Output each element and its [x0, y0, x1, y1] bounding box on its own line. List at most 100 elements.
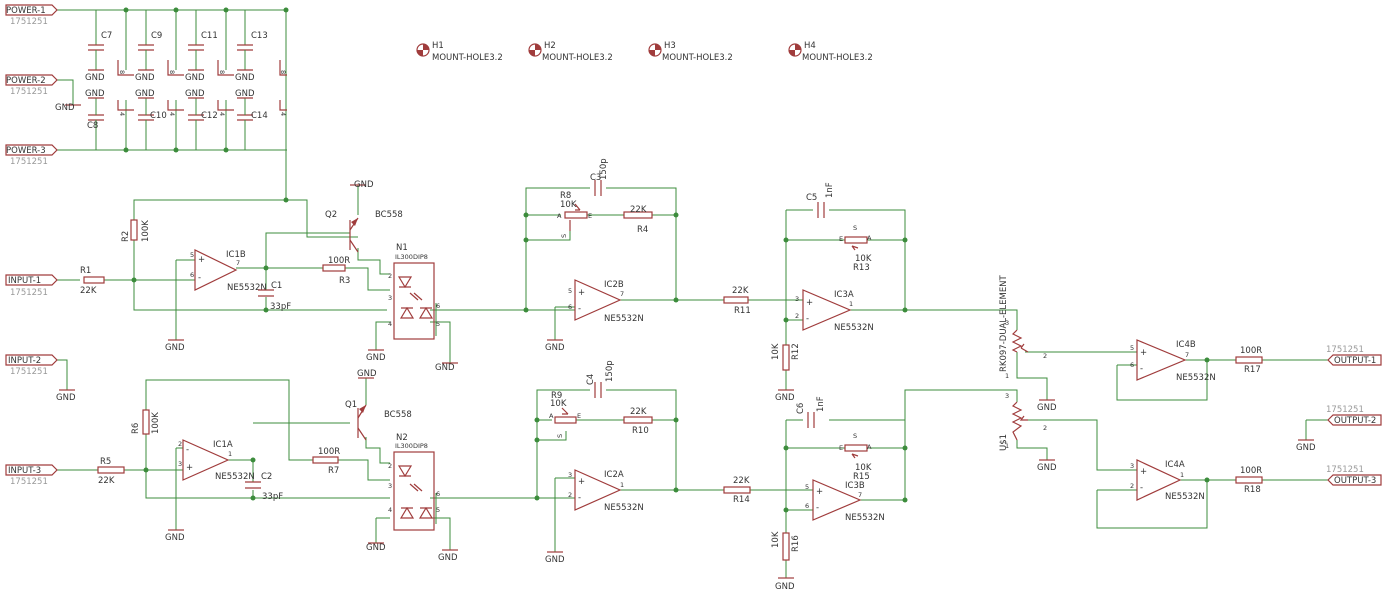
trimmer-r15: E A S 10K R15: [839, 432, 872, 482]
svg-text:6: 6: [568, 303, 572, 311]
connector-label: INPUT-2: [8, 356, 41, 366]
connector-label: OUTPUT-3: [1334, 476, 1376, 486]
opamp-ic1a: -+ 2 3 1 IC1A NE5532N: [178, 439, 255, 482]
cap-ref: C13: [251, 31, 268, 41]
hole-ref: H3: [664, 41, 676, 51]
svg-text:-: -: [198, 273, 201, 283]
svg-text:+: +: [816, 487, 823, 497]
svg-text:3: 3: [388, 482, 392, 490]
svg-text:NE5532N: NE5532N: [604, 314, 644, 324]
svg-text:R1: R1: [80, 266, 91, 276]
svg-text:1: 1: [849, 300, 853, 308]
svg-text:4: 4: [388, 320, 392, 328]
svg-text:150p: 150p: [599, 158, 609, 180]
svg-text:R14: R14: [733, 495, 750, 505]
opamp-ic4b: +- 5 6 7 IC4B NE5532N: [1130, 339, 1216, 383]
svg-text:2: 2: [568, 491, 572, 499]
svg-text:R2: R2: [121, 231, 131, 242]
svg-text:GND: GND: [1037, 403, 1057, 413]
svg-text:33pF: 33pF: [262, 492, 283, 502]
svg-text:22K: 22K: [630, 407, 647, 417]
svg-text:+: +: [578, 477, 585, 487]
svg-text:A: A: [557, 212, 562, 220]
connector-label: OUTPUT-1: [1334, 356, 1376, 366]
svg-text:-: -: [578, 493, 581, 503]
connector-part: 1751251: [10, 367, 48, 377]
svg-text:R12: R12: [791, 343, 801, 360]
svg-text:GND: GND: [545, 555, 565, 565]
hole-value: MOUNT-HOLE3.2: [662, 53, 733, 63]
svg-text:1nF: 1nF: [816, 396, 826, 412]
trimmer-r13: E A S 10K R13: [839, 224, 872, 273]
svg-text:GND: GND: [435, 363, 455, 373]
svg-text:A: A: [549, 412, 554, 420]
connector-output1: OUTPUT-1 1751251: [1326, 345, 1382, 366]
cap-ref: C9: [151, 31, 162, 41]
svg-text:NE5532N: NE5532N: [604, 503, 644, 513]
svg-text:NE5532N: NE5532N: [1165, 492, 1205, 502]
resistor-r10: 22K R10: [623, 407, 653, 436]
connector-power2: POWER-2 1751251: [5, 74, 58, 97]
svg-text:6: 6: [190, 271, 194, 279]
svg-text:R8: R8: [560, 191, 571, 201]
svg-text:C5: C5: [806, 193, 817, 203]
svg-text:GND: GND: [354, 180, 374, 190]
connector-label: POWER-3: [6, 146, 46, 156]
svg-text:2: 2: [178, 440, 182, 448]
pin-label: 8: [118, 70, 126, 74]
capacitor-c3: C3 150p: [590, 158, 609, 196]
connector-part: 1751251: [10, 87, 48, 97]
connector-part: 1751251: [1326, 405, 1364, 415]
svg-text:-: -: [1140, 364, 1143, 374]
svg-text:GND: GND: [438, 553, 458, 563]
svg-text:GND: GND: [235, 73, 255, 83]
svg-text:2: 2: [1130, 482, 1134, 490]
connector-input3: INPUT-3 1751251: [5, 464, 58, 487]
svg-text:+: +: [198, 255, 205, 265]
resistor-r14: 22K R14: [723, 476, 751, 505]
svg-text:NE5532N: NE5532N: [845, 513, 885, 523]
svg-text:1: 1: [620, 481, 624, 489]
opamp-ic1b: +- 5 6 7 IC1B NE5532N: [190, 249, 267, 293]
svg-text:N1: N1: [396, 243, 408, 253]
svg-text:R9: R9: [551, 391, 562, 401]
svg-text:NE5532N: NE5532N: [227, 283, 267, 293]
svg-text:GND: GND: [775, 582, 795, 592]
opto-n1: N1 IL300DIP8 2 3 4 6 5: [388, 243, 440, 340]
svg-text:33pF: 33pF: [270, 302, 291, 312]
svg-text:GND: GND: [165, 533, 185, 543]
svg-text:1: 1: [1180, 471, 1184, 479]
svg-text:3: 3: [795, 295, 799, 303]
mount-hole-h1: H1 MOUNT-HOLE3.2: [416, 41, 503, 63]
svg-text:2: 2: [1043, 424, 1047, 432]
resistor-r7: 100R R7: [312, 447, 340, 476]
svg-text:BC558: BC558: [384, 410, 412, 420]
resistor-r5: R5 22K: [97, 457, 125, 486]
svg-text:R13: R13: [853, 263, 870, 273]
resistor-r11: 22K R11: [723, 286, 751, 316]
svg-text:N2: N2: [396, 433, 408, 443]
transistor-q2: Q2 BC558: [325, 210, 403, 253]
svg-text:IL300DIP8: IL300DIP8: [395, 253, 428, 261]
connector-part: 1751251: [1326, 345, 1364, 355]
svg-text:GND: GND: [775, 393, 795, 403]
opamp-ic2b: +- 5 6 7 IC2B NE5532N: [568, 279, 644, 324]
svg-text:5: 5: [436, 506, 440, 514]
svg-text:NE5532N: NE5532N: [1176, 373, 1216, 383]
svg-text:R5: R5: [100, 457, 111, 467]
svg-text:1: 1: [228, 450, 232, 458]
svg-text:IC4B: IC4B: [1176, 340, 1196, 350]
svg-text:GND: GND: [85, 89, 105, 99]
svg-text:+: +: [1140, 467, 1147, 477]
pot-u1: RK097-DUAL-ELEMENT U$1 3 2 1 3 2 1: [999, 274, 1047, 451]
decoupling-caps: C7 C9 C11 C13 C8 C10 C12 C14 8 8 8 8 4 4…: [87, 31, 287, 150]
connector-input2: INPUT-2 1751251: [5, 354, 58, 377]
svg-text:10K: 10K: [550, 399, 567, 409]
svg-text:S: S: [853, 224, 857, 232]
svg-text:7: 7: [620, 290, 624, 298]
svg-text:10K: 10K: [855, 254, 872, 264]
connector-power1: POWER-1 1751251: [5, 4, 58, 27]
svg-text:C6: C6: [796, 403, 806, 414]
transistor-q1: Q1 BC558: [345, 400, 412, 441]
